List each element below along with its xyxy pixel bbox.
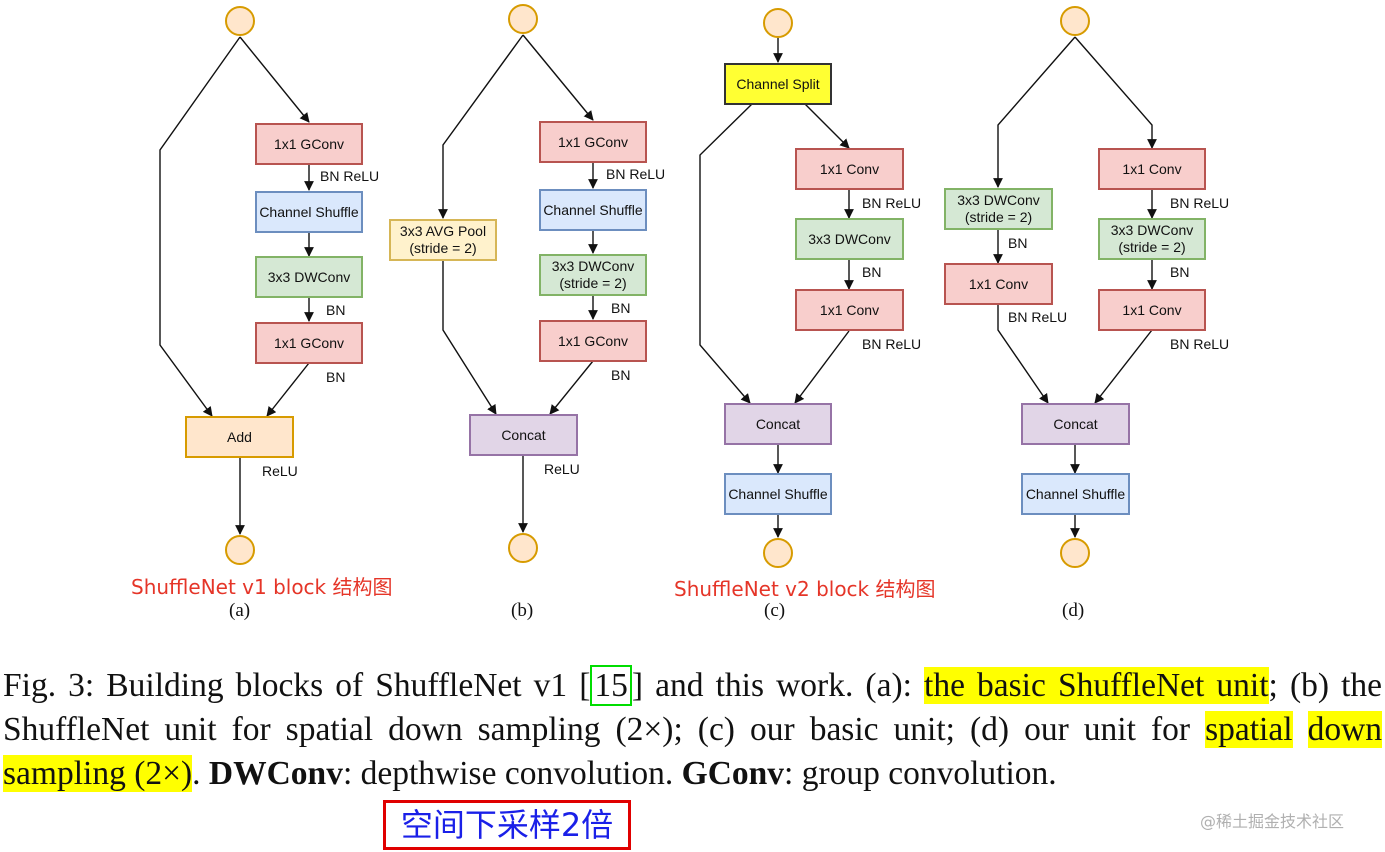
concat-box: Concat (724, 403, 832, 445)
conv-box: 1x1 Conv (1098, 148, 1206, 190)
panel-label: (a) (229, 600, 251, 621)
output-node (763, 538, 793, 568)
edge (997, 304, 1049, 404)
conv-box: 1x1 Conv (944, 263, 1053, 305)
relu-label: ReLU (544, 461, 580, 477)
caption-text: . (192, 755, 209, 792)
stride-label: (stride = 2) (409, 240, 477, 256)
edge (266, 362, 310, 417)
bn-relu-label: BN ReLU (606, 166, 666, 182)
relu-label: ReLU (262, 463, 298, 479)
output-node (225, 535, 255, 565)
highlighted-text: spatial (1205, 711, 1293, 748)
dwconv-box: 3x3 DWConv (255, 256, 363, 298)
gconv-box: 1x1 GConv (255, 322, 363, 364)
bn-label: BN (326, 369, 346, 385)
bn-label: BN (611, 367, 631, 383)
dwconv-label: 3x3 DWConv (551, 258, 635, 274)
term-gconv: GConv (681, 755, 785, 792)
caption-text: Fig. 3: Building blocks of ShuffleNet v1… (3, 667, 591, 704)
concat-box: Concat (1021, 403, 1130, 445)
bn-relu-label: BN ReLU (1170, 195, 1230, 211)
bn-relu-label: BN ReLU (862, 336, 922, 352)
panel-label: (c) (764, 600, 786, 621)
channel-shuffle-box: Channel Shuffle (724, 473, 832, 515)
input-node (508, 4, 538, 34)
dwconv-box: 3x3 DWConv (stride = 2) (1098, 218, 1206, 260)
channel-shuffle-box: Channel Shuffle (255, 191, 363, 233)
panel-annotation: ShuffleNet v1 block 结构图 (131, 575, 393, 599)
dwconv-box: 3x3 DWConv (stride = 2) (539, 254, 647, 296)
stride-label: (stride = 2) (1118, 239, 1186, 255)
caption-text: ; (b) the ShuffleNet unit for spatial do… (3, 667, 1383, 748)
bn-label: BN (1008, 235, 1028, 251)
watermark: @稀土掘金技术社区 (1200, 812, 1345, 831)
channel-shuffle-box: Channel Shuffle (1021, 473, 1130, 515)
term-dwconv: DWConv (208, 755, 343, 792)
chinese-note-box: 空间下采样2倍 (383, 800, 631, 850)
channel-shuffle-box: Channel Shuffle (539, 189, 647, 231)
edge (159, 36, 241, 417)
bn-label: BN (611, 300, 631, 316)
stride-label: (stride = 2) (559, 275, 627, 291)
bn-relu-label: BN ReLU (1008, 309, 1068, 325)
panel-label: (d) (1062, 600, 1085, 621)
input-node (225, 6, 255, 36)
dwconv-box: 3x3 DWConv (795, 218, 904, 260)
edge (438, 34, 524, 219)
caption-text (1293, 711, 1308, 748)
edge (522, 34, 594, 121)
gconv-box: 1x1 GConv (539, 121, 647, 163)
conv-box: 1x1 Conv (1098, 289, 1206, 331)
concat-box: Concat (469, 414, 578, 456)
conv-box: 1x1 Conv (795, 148, 904, 190)
edges-layer (159, 34, 1157, 538)
edge (794, 330, 850, 404)
gconv-box: 1x1 GConv (255, 123, 363, 165)
caption-text: ] and this work. (a): (631, 667, 925, 704)
highlighted-text: the basic ShuffleNet unit (924, 667, 1269, 704)
avg-pool-label: 3x3 AVG Pool (399, 223, 487, 239)
citation-link[interactable]: 15 (590, 665, 632, 706)
dwconv-label: 3x3 DWConv (957, 192, 1040, 208)
conv-box: 1x1 Conv (795, 289, 904, 331)
input-node (1060, 6, 1090, 36)
output-node (1060, 538, 1090, 568)
bn-relu-label: BN ReLU (1170, 336, 1230, 352)
input-node (763, 8, 793, 38)
edge (1094, 329, 1153, 404)
edge (804, 103, 850, 149)
caption-text: : depthwise convolution. (342, 755, 682, 792)
edge (699, 103, 753, 404)
bn-label: BN (326, 302, 346, 318)
bn-relu-label: BN ReLU (320, 168, 380, 184)
gconv-box: 1x1 GConv (539, 320, 647, 362)
edge (993, 36, 1076, 188)
dwconv-label: 3x3 DWConv (1110, 222, 1194, 238)
channel-split-box: Channel Split (724, 63, 832, 105)
bn-label: BN (862, 264, 882, 280)
edge (239, 36, 310, 123)
edge (442, 260, 497, 415)
caption-text: : group convolution. (784, 755, 1057, 792)
add-box: Add (185, 416, 294, 458)
edge (549, 360, 594, 415)
bn-relu-label: BN ReLU (862, 195, 922, 211)
edge (1074, 36, 1157, 149)
output-node (508, 533, 538, 563)
panel-label: (b) (511, 600, 534, 621)
stride-label: (stride = 2) (964, 209, 1033, 225)
dwconv-box: 3x3 DWConv (stride = 2) (944, 188, 1053, 230)
figure-caption: Fig. 3: Building blocks of ShuffleNet v1… (3, 664, 1382, 796)
avg-pool-box: 3x3 AVG Pool (stride = 2) (389, 219, 497, 261)
panel-annotation: ShuffleNet v2 block 结构图 (674, 577, 936, 601)
bn-label: BN (1170, 264, 1190, 280)
